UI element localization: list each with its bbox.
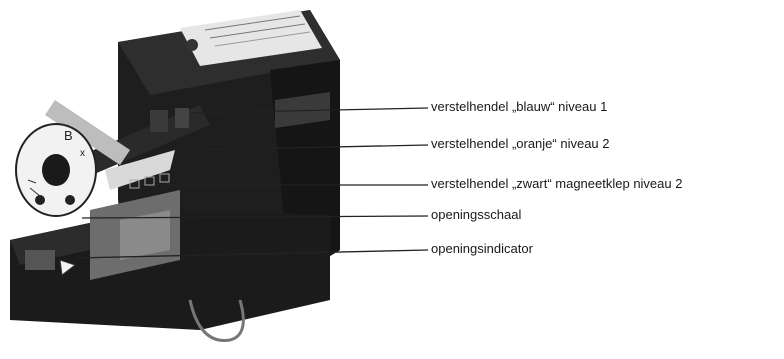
- callout-label-opening-scale: openingsschaal: [431, 207, 522, 222]
- dial-mark-b: B: [64, 128, 73, 143]
- actuator-device-illustration: B x: [10, 10, 340, 342]
- callout-label-opening-indicator: openingsindicator: [431, 241, 533, 256]
- dial-mark-x: x: [80, 148, 85, 159]
- label-sticker: [180, 10, 322, 66]
- leader-line-scale: [81, 215, 429, 219]
- leader-line-blue: [189, 107, 429, 114]
- opening-indicator-pointer: [59, 259, 77, 276]
- leader-line-orange: [187, 144, 429, 151]
- opening-scale-dial: B x: [15, 123, 97, 217]
- callout-label-lever-black: verstelhendel „zwart“ magneetklep niveau…: [431, 176, 683, 191]
- callout-label-lever-orange: verstelhendel „oranje“ niveau 2: [431, 136, 610, 151]
- callout-label-lever-blue: verstelhendel „blauw“ niveau 1: [431, 99, 608, 114]
- callout-lines: [74, 107, 429, 259]
- leader-line-indicator: [74, 249, 429, 259]
